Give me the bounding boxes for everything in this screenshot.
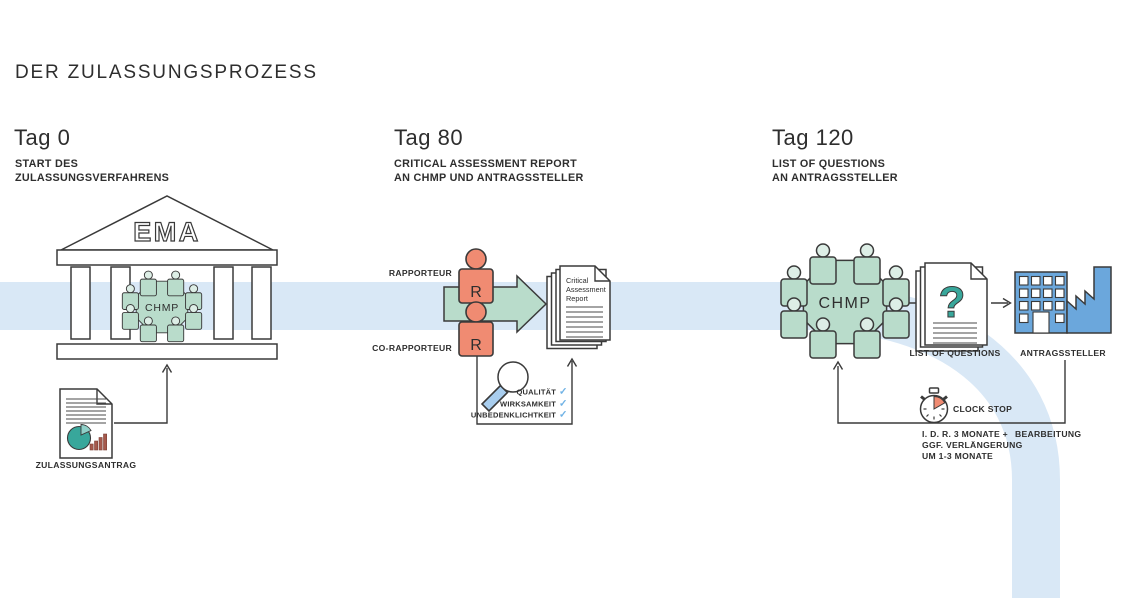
stopwatch-icon [919,387,949,424]
arrow-questions-to-applicant [991,297,1012,309]
clock-stop-label: CLOCK STOP [953,404,1012,414]
application-document-label: ZULASSUNGSANTRAG [36,460,137,470]
checkmark-icon: ✓ [559,410,567,421]
checklist-item-efficacy: WIRKSAMKEIT [500,400,556,409]
duration-line3: UM 1-3 MONATE [922,451,993,461]
clockstop-bracket [832,360,1066,424]
stage-title-tag120: Tag 120 [772,125,854,150]
magnifier-icon [480,361,529,413]
stage-title-tag0: Tag 0 [14,125,70,150]
checklist-item-quality: QUALITÄT [516,388,556,397]
processing-label: BEARBEITUNG [1015,429,1081,439]
co-rapporteur-icon [458,301,494,357]
checklist-item-safety: UNBEDENKLICHTKEIT [471,411,556,420]
ema-building-icon: EMA [56,195,278,360]
question-mark-icon: ? [939,278,966,327]
review-bracket [476,356,578,425]
pie-chart-icon [66,424,92,451]
factory-icon [1014,266,1112,334]
page-title: DER ZULASSUNGSPROZESS [15,62,318,83]
co-rapporteur-badge: R [470,337,482,354]
checkmark-icon: ✓ [559,399,567,410]
ema-label: EMA [133,217,201,247]
stage-title-tag80: Tag 80 [394,125,463,150]
report-document-icon: Critical Assessment Report [546,265,611,350]
report-title-line1: Critical [566,276,589,285]
questions-document-icon: ? [915,262,988,352]
stage-subtitle-tag120-line2: AN ANTRAGSSTELLER [772,172,898,184]
questions-label: LIST OF QUESTIONS [909,348,1000,358]
stage-subtitle-tag120-line1: LIST OF QUESTIONS [772,158,885,170]
chmp-label-tag0: CHMP [145,302,179,314]
applicant-label: ANTRAGSSTELLER [1020,348,1106,358]
stage-subtitle-tag0-line2: ZULASSUNGSVERFAHRENS [15,172,169,184]
chmp-label-tag120: CHMP [818,295,871,312]
report-title-line3: Report [566,294,588,303]
report-title-line2: Assessment [566,285,606,294]
stage-subtitle-tag80-line2: AN CHMP UND ANTRAGSSTELLER [394,172,584,184]
checkmark-icon: ✓ [559,387,567,398]
stage-subtitle-tag0-line1: START DES [15,158,78,170]
rapporteur-badge: R [470,284,482,301]
stage-subtitle-tag80-line1: CRITICAL ASSESSMENT REPORT [394,158,577,170]
rapporteur-icon [458,248,494,304]
application-document-icon [59,388,113,459]
rapporteur-label: RAPPORTEUR [389,268,453,278]
co-rapporteur-label: CO-RAPPORTEUR [372,343,452,353]
bar-chart-icon [89,433,108,451]
duration-line1: I. D. R. 3 MONATE + [922,429,1008,439]
duration-line2: GGF. VERLÄNGERUNG [922,440,1023,450]
arrow-document-to-ema [114,363,173,424]
